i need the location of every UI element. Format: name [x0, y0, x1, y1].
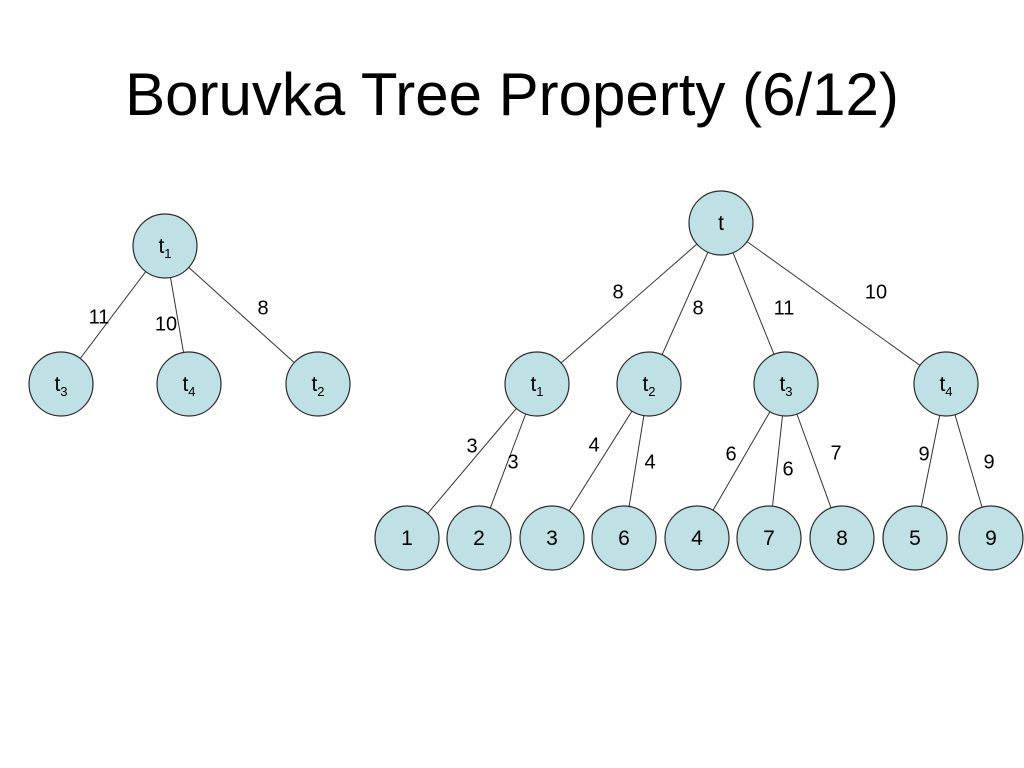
right-level1-node-2-circle — [616, 351, 682, 417]
right-leaf-node-3-circle — [519, 505, 585, 571]
right-leaf-node-5-label: 4 — [691, 527, 703, 550]
right-leaf-node-1: 1 — [374, 505, 440, 571]
left-child-node-1-label: t3 — [54, 373, 67, 399]
left-child-node-3-subscript: 2 — [317, 384, 324, 399]
right-leaf-node-3-label: 3 — [546, 527, 558, 550]
right-leaf-node-7-circle — [809, 505, 875, 571]
right-edge-weight-leaf-8: 9 — [918, 443, 929, 465]
left-edge-weight-3: 8 — [257, 297, 268, 319]
edge-labels-layer: 11 10 8 8 8 11 10 3 3 4 4 6 6 7 9 9 — [89, 281, 995, 480]
right-edge-weight-root-4: 10 — [865, 281, 887, 303]
right-leaf-node-2-label: 2 — [473, 527, 485, 550]
right-edge-leaf-1 — [406, 383, 538, 539]
right-edge-weight-leaf-3: 4 — [588, 434, 599, 456]
right-edge-weight-leaf-6: 6 — [782, 458, 793, 480]
left-edge-weight-2: 10 — [155, 313, 177, 335]
right-leaf-node-6: 7 — [736, 505, 802, 571]
left-child-node-2-circle — [156, 351, 222, 417]
right-level1-node-1-circle — [504, 351, 570, 417]
right-leaf-node-3: 3 — [519, 505, 585, 571]
right-root-node: t — [688, 190, 754, 256]
right-leaf-node-7-label: 8 — [836, 527, 848, 550]
right-leaf-node-4-circle — [591, 505, 657, 571]
right-level1-node-4-label: t4 — [939, 373, 952, 399]
right-level1-node-4-subscript: 4 — [945, 384, 952, 399]
right-leaf-node-2: 2 — [446, 505, 512, 571]
right-leaf-node-5: 4 — [664, 505, 730, 571]
left-child-node-1: t3 — [28, 351, 94, 417]
right-leaf-node-9-circle — [958, 505, 1024, 571]
right-leaf-node-1-label: 1 — [401, 527, 413, 550]
right-leaf-node-7: 8 — [809, 505, 875, 571]
right-level1-node-2-label: t2 — [642, 373, 655, 399]
left-child-node-2-label: t4 — [182, 373, 195, 399]
right-edge-weight-root-2: 8 — [692, 297, 703, 319]
left-root-node-subscript: 1 — [164, 246, 171, 261]
nodes-layer: t1 t3 t4 t2 t t1 t2 t3 t4 1 2 3 6 4 7 8 5 9 — [28, 190, 1024, 571]
left-root-node: t1 — [132, 213, 198, 279]
right-leaf-node-6-label: 7 — [763, 527, 775, 550]
right-edge-root-4 — [720, 222, 947, 385]
right-edge-weight-leaf-9: 9 — [983, 451, 994, 473]
right-level1-node-2: t2 — [616, 351, 682, 417]
left-child-node-1-circle — [28, 351, 94, 417]
right-level1-node-1-label: t1 — [530, 373, 543, 399]
right-root-node-circle — [688, 190, 754, 256]
right-level1-node-4-circle — [913, 351, 979, 417]
right-edge-weight-leaf-7: 7 — [830, 442, 841, 464]
left-child-node-3: t2 — [285, 351, 351, 417]
right-edge-weight-root-3: 11 — [774, 297, 795, 319]
right-level1-node-1: t1 — [504, 351, 570, 417]
right-leaf-node-4-label: 6 — [618, 527, 630, 550]
right-leaf-node-1-circle — [374, 505, 440, 571]
right-leaf-node-2-circle — [446, 505, 512, 571]
left-child-node-3-label: t2 — [311, 373, 324, 399]
right-level1-node-2-subscript: 2 — [648, 384, 655, 399]
right-level1-node-3-subscript: 3 — [785, 384, 792, 399]
right-edge-weight-leaf-4: 4 — [644, 451, 655, 473]
left-child-node-2: t4 — [156, 351, 222, 417]
right-level1-node-4: t4 — [913, 351, 979, 417]
right-leaf-node-9: 9 — [958, 505, 1024, 571]
right-leaf-node-8: 5 — [882, 505, 948, 571]
right-edge-weight-root-1: 8 — [612, 281, 623, 303]
right-level1-node-3: t3 — [753, 351, 819, 417]
left-edge-3 — [164, 245, 319, 385]
right-leaf-node-9-label: 9 — [985, 527, 997, 550]
slide-title: Boruvka Tree Property (6/12) — [125, 61, 899, 128]
right-leaf-node-4: 6 — [591, 505, 657, 571]
right-edge-weight-leaf-1: 3 — [466, 435, 477, 457]
right-root-node-label: t — [718, 212, 724, 235]
right-edge-root-1 — [536, 222, 722, 385]
right-level1-node-3-circle — [753, 351, 819, 417]
left-root-node-label: t1 — [158, 235, 171, 261]
left-root-node-circle — [132, 213, 198, 279]
right-edge-weight-leaf-2: 3 — [507, 451, 518, 473]
right-leaf-node-8-circle — [882, 505, 948, 571]
left-edge-weight-1: 11 — [89, 306, 110, 328]
right-leaf-node-5-circle — [664, 505, 730, 571]
right-leaf-node-6-circle — [736, 505, 802, 571]
left-child-node-2-subscript: 4 — [188, 384, 195, 399]
left-child-node-3-circle — [285, 351, 351, 417]
left-child-node-1-subscript: 3 — [60, 384, 67, 399]
right-level1-node-1-subscript: 1 — [536, 384, 543, 399]
right-leaf-node-8-label: 5 — [909, 527, 921, 550]
right-level1-node-3-label: t3 — [779, 373, 792, 399]
right-edge-weight-leaf-5: 6 — [725, 443, 736, 465]
